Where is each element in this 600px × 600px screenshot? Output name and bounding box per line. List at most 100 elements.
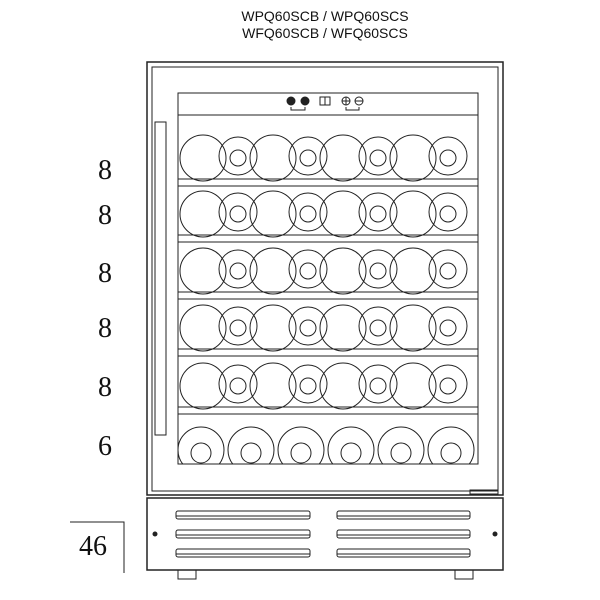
shelf-3-count: 8 <box>98 258 112 289</box>
model-title-line-2: WFQ60SCB / WFQ60SCS <box>242 25 408 41</box>
bottle-neck-side <box>218 364 258 404</box>
bottle-base <box>179 134 227 182</box>
bottle-neck-side <box>358 192 398 232</box>
bottle-neck-side <box>218 192 258 232</box>
bottle-neck-side <box>358 306 398 346</box>
shelf-4 <box>179 304 468 352</box>
bottle-neck-side <box>358 249 398 289</box>
bottle-neck-side <box>288 249 328 289</box>
bottle-neck <box>299 319 317 337</box>
bottle-base <box>319 362 367 410</box>
bottle-base <box>277 426 325 464</box>
bottle-neck-side <box>428 136 468 176</box>
bottle-neck <box>369 319 387 337</box>
base-grille-panel <box>146 497 504 571</box>
foot-right <box>454 569 474 580</box>
vent-slot <box>336 529 471 539</box>
bottle-neck <box>190 442 212 464</box>
bottle-neck-side <box>218 136 258 176</box>
bottle-neck <box>439 149 457 167</box>
light-button-icon <box>286 96 296 106</box>
bottle-neck <box>369 205 387 223</box>
bottle-base <box>249 247 297 295</box>
bottle-base <box>249 304 297 352</box>
vent-slot <box>336 548 471 558</box>
shelf-1-count: 8 <box>98 155 112 186</box>
bottle-neck <box>290 442 312 464</box>
vent-slot <box>175 510 311 520</box>
bottle-neck-side <box>428 364 468 404</box>
bottle-neck-side <box>428 192 468 232</box>
bottle-neck-side <box>288 364 328 404</box>
shelf-2-count: 8 <box>98 200 112 231</box>
bottle-neck <box>369 262 387 280</box>
bottle-base <box>179 190 227 238</box>
bottle-neck <box>299 149 317 167</box>
bottle-base <box>319 190 367 238</box>
bottle-neck-side <box>358 364 398 404</box>
bottle-base <box>319 304 367 352</box>
bottle-base <box>319 134 367 182</box>
interior-cavity <box>177 92 479 465</box>
bottle-base <box>327 426 375 464</box>
bottle-neck <box>439 262 457 280</box>
bottle-neck-side <box>218 249 258 289</box>
bottle-base <box>389 134 437 182</box>
screw-left <box>152 531 158 537</box>
bottle-neck <box>229 319 247 337</box>
bottle-neck <box>229 377 247 395</box>
bottle-neck <box>240 442 262 464</box>
bottle-neck <box>440 442 462 464</box>
door-handle <box>154 121 167 436</box>
bottle-neck-side <box>288 136 328 176</box>
bottle-base <box>179 304 227 352</box>
shelf-4-count: 8 <box>98 313 112 344</box>
total-bracket <box>70 521 125 573</box>
bottle-neck <box>229 149 247 167</box>
shelf-5-count: 8 <box>98 372 112 403</box>
bottle-base <box>249 190 297 238</box>
bottle-neck <box>439 205 457 223</box>
bottle-neck <box>299 262 317 280</box>
bottle-base <box>389 247 437 295</box>
vent-slot <box>336 510 471 520</box>
bottle-neck-side <box>218 306 258 346</box>
bottle-neck-side <box>288 306 328 346</box>
bottle-base <box>319 247 367 295</box>
control-panel <box>178 96 478 116</box>
vent-slot <box>175 548 311 558</box>
bottle-base <box>389 190 437 238</box>
bottle-base <box>249 134 297 182</box>
vent-slot <box>175 529 311 539</box>
shelf-1 <box>179 134 468 182</box>
bottle-base <box>389 304 437 352</box>
bottle-base <box>179 247 227 295</box>
bottle-neck <box>229 205 247 223</box>
shelf-5 <box>179 362 468 410</box>
screw-right <box>492 531 498 537</box>
bottle-neck-side <box>428 306 468 346</box>
bottle-neck <box>340 442 362 464</box>
bottle-neck <box>369 149 387 167</box>
bottle-base <box>227 426 275 464</box>
bottle-neck <box>390 442 412 464</box>
hinge <box>469 489 499 495</box>
total-count: 46 <box>79 531 107 562</box>
bottle-neck <box>229 262 247 280</box>
bottle-neck <box>299 377 317 395</box>
shelf-6 <box>178 426 475 464</box>
bottle-base <box>389 362 437 410</box>
bottle-base <box>179 362 227 410</box>
bottle-neck <box>299 205 317 223</box>
shelf-2 <box>179 190 468 238</box>
bottle-base <box>377 426 425 464</box>
bottle-base <box>249 362 297 410</box>
bottle-neck-side <box>288 192 328 232</box>
model-title-line-1: WPQ60SCB / WPQ60SCS <box>241 8 409 24</box>
foot-left <box>177 569 197 580</box>
bottle-neck-side <box>358 136 398 176</box>
bottle-neck <box>369 377 387 395</box>
bottle-neck-side <box>428 249 468 289</box>
